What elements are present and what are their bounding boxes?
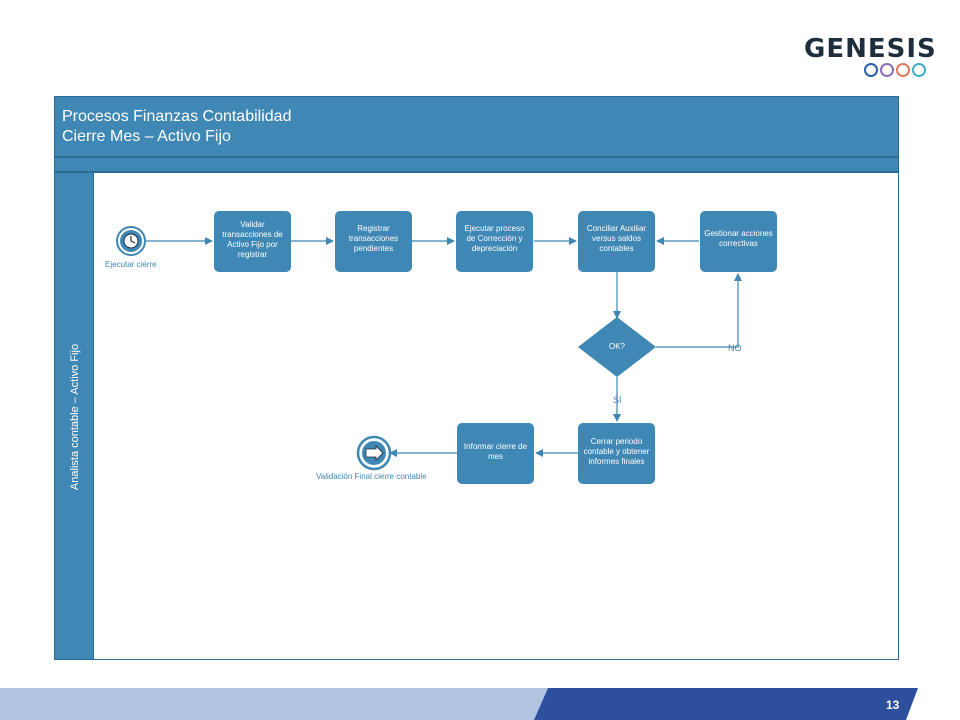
logo-ring-1 (864, 63, 878, 77)
task-gestionar-acciones[interactable]: Gestionar acciones correctivas (700, 211, 777, 272)
gateway-label: OK? (608, 342, 625, 351)
bottom-bar-dark (534, 688, 918, 720)
start-timer-event (116, 226, 146, 256)
task-conciliar-auxiliar[interactable]: Conciliar Auxiliar versus saldos contabl… (578, 211, 655, 272)
pool-title: Procesos Finanzas Contabilidad (62, 108, 292, 125)
genesis-logo: GENESIS (800, 34, 936, 82)
task-registrar-transacciones[interactable]: Registrar transacciones pendientes (335, 211, 412, 272)
flow-gateway-no (656, 273, 742, 348)
logo-ring-2 (880, 63, 894, 77)
task-ejecutar-proceso[interactable]: Ejecutar proceso de Corrección y depreci… (456, 211, 533, 272)
start-event-label: Ejecutar cierre (105, 260, 157, 269)
pool-subtitle: Cierre Mes – Activo Fijo (62, 128, 231, 145)
end-event (356, 435, 392, 471)
end-event-label: Validación Final cierre contable (316, 472, 427, 481)
task-validar-transacciones[interactable]: Validar transacciones de Activo Fijo por… (214, 211, 291, 272)
flow-label-no: NO (728, 343, 742, 353)
task-informar-cierre[interactable]: Informar cierre de mes (457, 423, 534, 484)
task-cerrar-periodo[interactable]: Cerrar periodo contable y obtener inform… (578, 423, 655, 484)
logo-text: GENESIS (804, 34, 937, 64)
pool-header: Procesos Finanzas Contabilidad Cierre Me… (54, 96, 899, 157)
logo-ring-3 (896, 63, 910, 77)
lane-header: Analista contable – Activo Fijo (54, 172, 94, 660)
logo-ring-4 (912, 63, 926, 77)
page-number: 13 (886, 698, 900, 712)
gateway-diamond (578, 317, 656, 377)
arrow-right-icon (365, 445, 384, 461)
pool-strip (54, 157, 899, 172)
bottom-bar-light (0, 688, 552, 720)
flow-label-si: SI (613, 395, 622, 405)
